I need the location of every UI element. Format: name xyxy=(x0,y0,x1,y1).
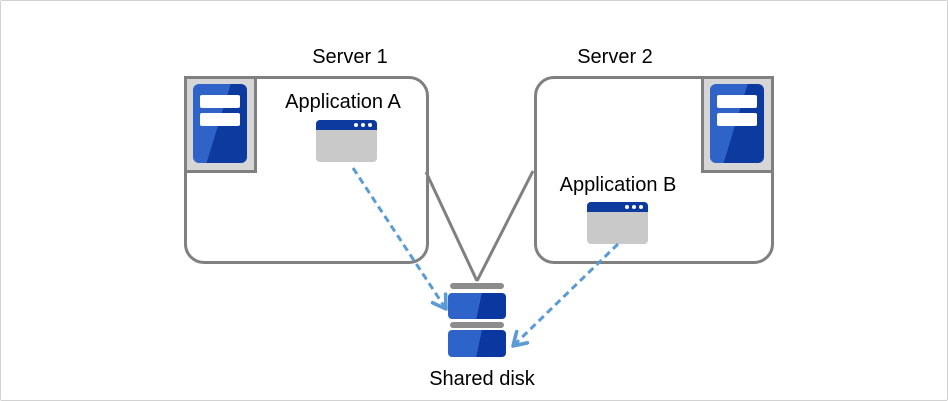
shared-disk-label: Shared disk xyxy=(429,368,535,390)
window-titlebar xyxy=(587,202,648,212)
disk-cap xyxy=(450,322,504,328)
disk-platter xyxy=(448,330,506,357)
application-window-icon xyxy=(316,120,377,162)
server-slot-icon xyxy=(200,113,240,126)
disk-stack-icon xyxy=(448,283,506,357)
window-dot-icon xyxy=(368,123,372,127)
server1-label: Server 1 xyxy=(312,46,388,68)
window-dot-icon xyxy=(354,123,358,127)
window-titlebar xyxy=(316,120,377,130)
window-dot-icon xyxy=(361,123,365,127)
server2-icon-frame xyxy=(701,76,774,173)
server-slot-icon xyxy=(200,95,240,108)
window-dot-icon xyxy=(632,205,636,209)
server-slot-icon xyxy=(717,95,757,108)
disk-platter xyxy=(448,293,506,319)
application-b-label: Application B xyxy=(559,174,677,196)
window-dot-icon xyxy=(625,205,629,209)
application-a-label: Application A xyxy=(285,91,401,113)
application-window-icon xyxy=(587,202,648,244)
connector-server1-disk xyxy=(424,171,479,282)
server1-icon-frame xyxy=(184,76,257,173)
disk-cap xyxy=(450,283,504,289)
server2-label: Server 2 xyxy=(577,46,653,68)
window-dot-icon xyxy=(639,205,643,209)
server-slot-icon xyxy=(717,113,757,126)
server-tower-icon xyxy=(193,84,247,163)
connector-server2-disk xyxy=(475,170,535,282)
server-tower-icon xyxy=(710,84,764,163)
